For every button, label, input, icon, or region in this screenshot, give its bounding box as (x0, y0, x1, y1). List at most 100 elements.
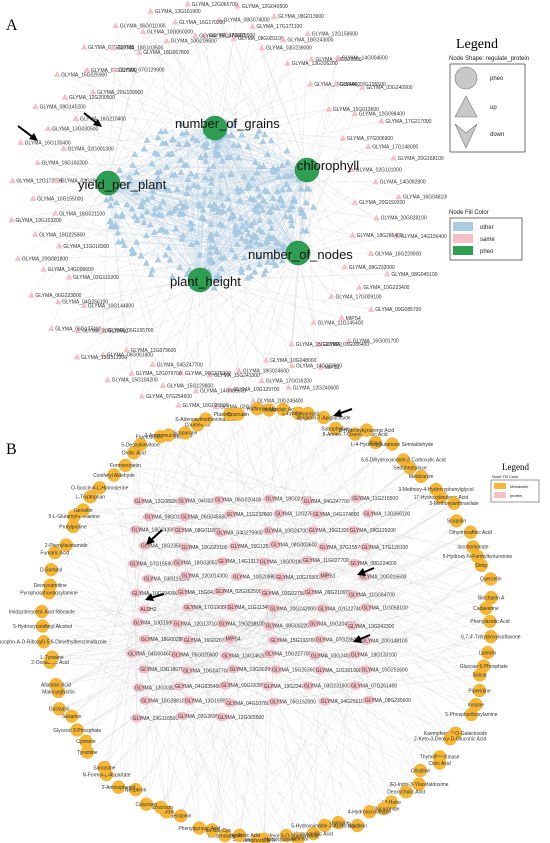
edge (288, 169, 308, 388)
protein-node-label: ALDH2 (140, 607, 156, 613)
phenotype-label: number_of_nodes (248, 247, 353, 262)
protein-node-label: GLYMA_14G096600 (48, 267, 94, 273)
edge (214, 127, 262, 381)
protein-node (213, 587, 226, 596)
edge (144, 430, 367, 640)
edge (199, 279, 267, 361)
metabolite-node-label: Formononetin (110, 463, 141, 469)
protein-node (147, 270, 155, 278)
protein-node (179, 210, 187, 217)
protein-node (171, 619, 184, 628)
protein-node (128, 369, 135, 376)
protein-node (253, 234, 261, 241)
protein-node (206, 249, 214, 256)
edge (199, 279, 292, 344)
protein-node (128, 205, 136, 212)
edge (214, 127, 303, 213)
edge (177, 562, 477, 705)
protein-node (143, 136, 151, 143)
protein-node (201, 189, 209, 196)
protein-node (113, 199, 121, 206)
edge (222, 489, 437, 624)
protein-node (269, 665, 283, 674)
protein-node (218, 171, 226, 178)
protein-node (133, 168, 140, 175)
edge (135, 529, 492, 598)
protein-node-label: GLYMA_18G023100 (182, 545, 228, 551)
edge (306, 113, 355, 171)
edge (160, 436, 179, 563)
protein-node-label: GLYMA_03G086400 (323, 342, 369, 348)
edge (199, 250, 278, 281)
protein-node (325, 105, 333, 112)
edge (181, 419, 206, 593)
protein-node (288, 171, 296, 178)
protein-node (183, 128, 190, 136)
edge (165, 169, 308, 256)
protein-node (154, 256, 162, 263)
edge (214, 127, 304, 231)
protein-node (123, 201, 131, 208)
edge (51, 279, 201, 329)
protein-node (133, 238, 140, 245)
edge (306, 169, 397, 236)
edge (43, 641, 176, 655)
protein-node-label: MIPS1 (325, 365, 340, 371)
protein-node (347, 526, 360, 535)
edge (107, 182, 147, 264)
metabolite-node (276, 402, 290, 416)
legend-fill-label: protein (510, 493, 522, 498)
edge (175, 489, 437, 655)
metabolite-node-label: Prolylproline (59, 524, 87, 530)
protein-node (53, 177, 60, 183)
protein-node (243, 226, 251, 233)
metabolite-node (403, 461, 417, 475)
edge (175, 654, 358, 826)
protein-node (244, 143, 252, 150)
protein-node (313, 635, 326, 644)
protein-node (308, 55, 315, 62)
protein-node (34, 159, 41, 166)
edge (306, 86, 363, 171)
protein-node (141, 574, 155, 583)
edge (50, 585, 270, 627)
protein-node-label: GLYMA_15G104200 (112, 378, 158, 384)
protein-node (45, 125, 52, 131)
edge (50, 639, 188, 663)
protein-node (161, 127, 169, 134)
metabolite-node-label: S-Adenosylmethioninamine (175, 417, 236, 423)
protein-node (302, 587, 316, 597)
edge (57, 74, 216, 129)
edge (103, 182, 109, 330)
protein-node (384, 270, 391, 277)
edge (51, 569, 146, 640)
edge (279, 413, 309, 514)
metabolite-node-label: 5,6-Dihydroxyindole-2-Carboxylic Acid (361, 458, 446, 464)
edge (99, 487, 223, 718)
protein-node (138, 392, 146, 399)
protein-node (252, 158, 259, 165)
protein-node (210, 284, 218, 291)
protein-node-label: GLYMA_15G251600 (362, 668, 408, 674)
protein-node-label: GLYMA_20G128600 (82, 329, 128, 335)
edge (180, 685, 268, 816)
panel-b-network: B GLYMA_12G089200GLYMA_04G020300GLYMA_06… (0, 402, 540, 843)
protein-node-label: GLYMA_18G079500 (209, 33, 255, 39)
protein-node (140, 218, 148, 225)
edge (133, 563, 167, 812)
protein-node-label: GLYMA_11G145400 (318, 320, 364, 326)
protein-node (272, 261, 280, 268)
metabolite-node (484, 572, 498, 586)
metabolite-node-label: Picrocrocin (148, 805, 173, 811)
edge (199, 279, 254, 401)
protein-node (159, 382, 167, 388)
edge (133, 452, 231, 515)
protein-node (278, 162, 286, 169)
protein-node-label: GLYMA_03G119200 (144, 577, 190, 583)
protein-node (216, 16, 223, 23)
protein-node-label: GLYMA_12G065500 (218, 715, 264, 721)
edge (148, 435, 169, 517)
edge (43, 182, 109, 270)
protein-node (132, 188, 140, 196)
